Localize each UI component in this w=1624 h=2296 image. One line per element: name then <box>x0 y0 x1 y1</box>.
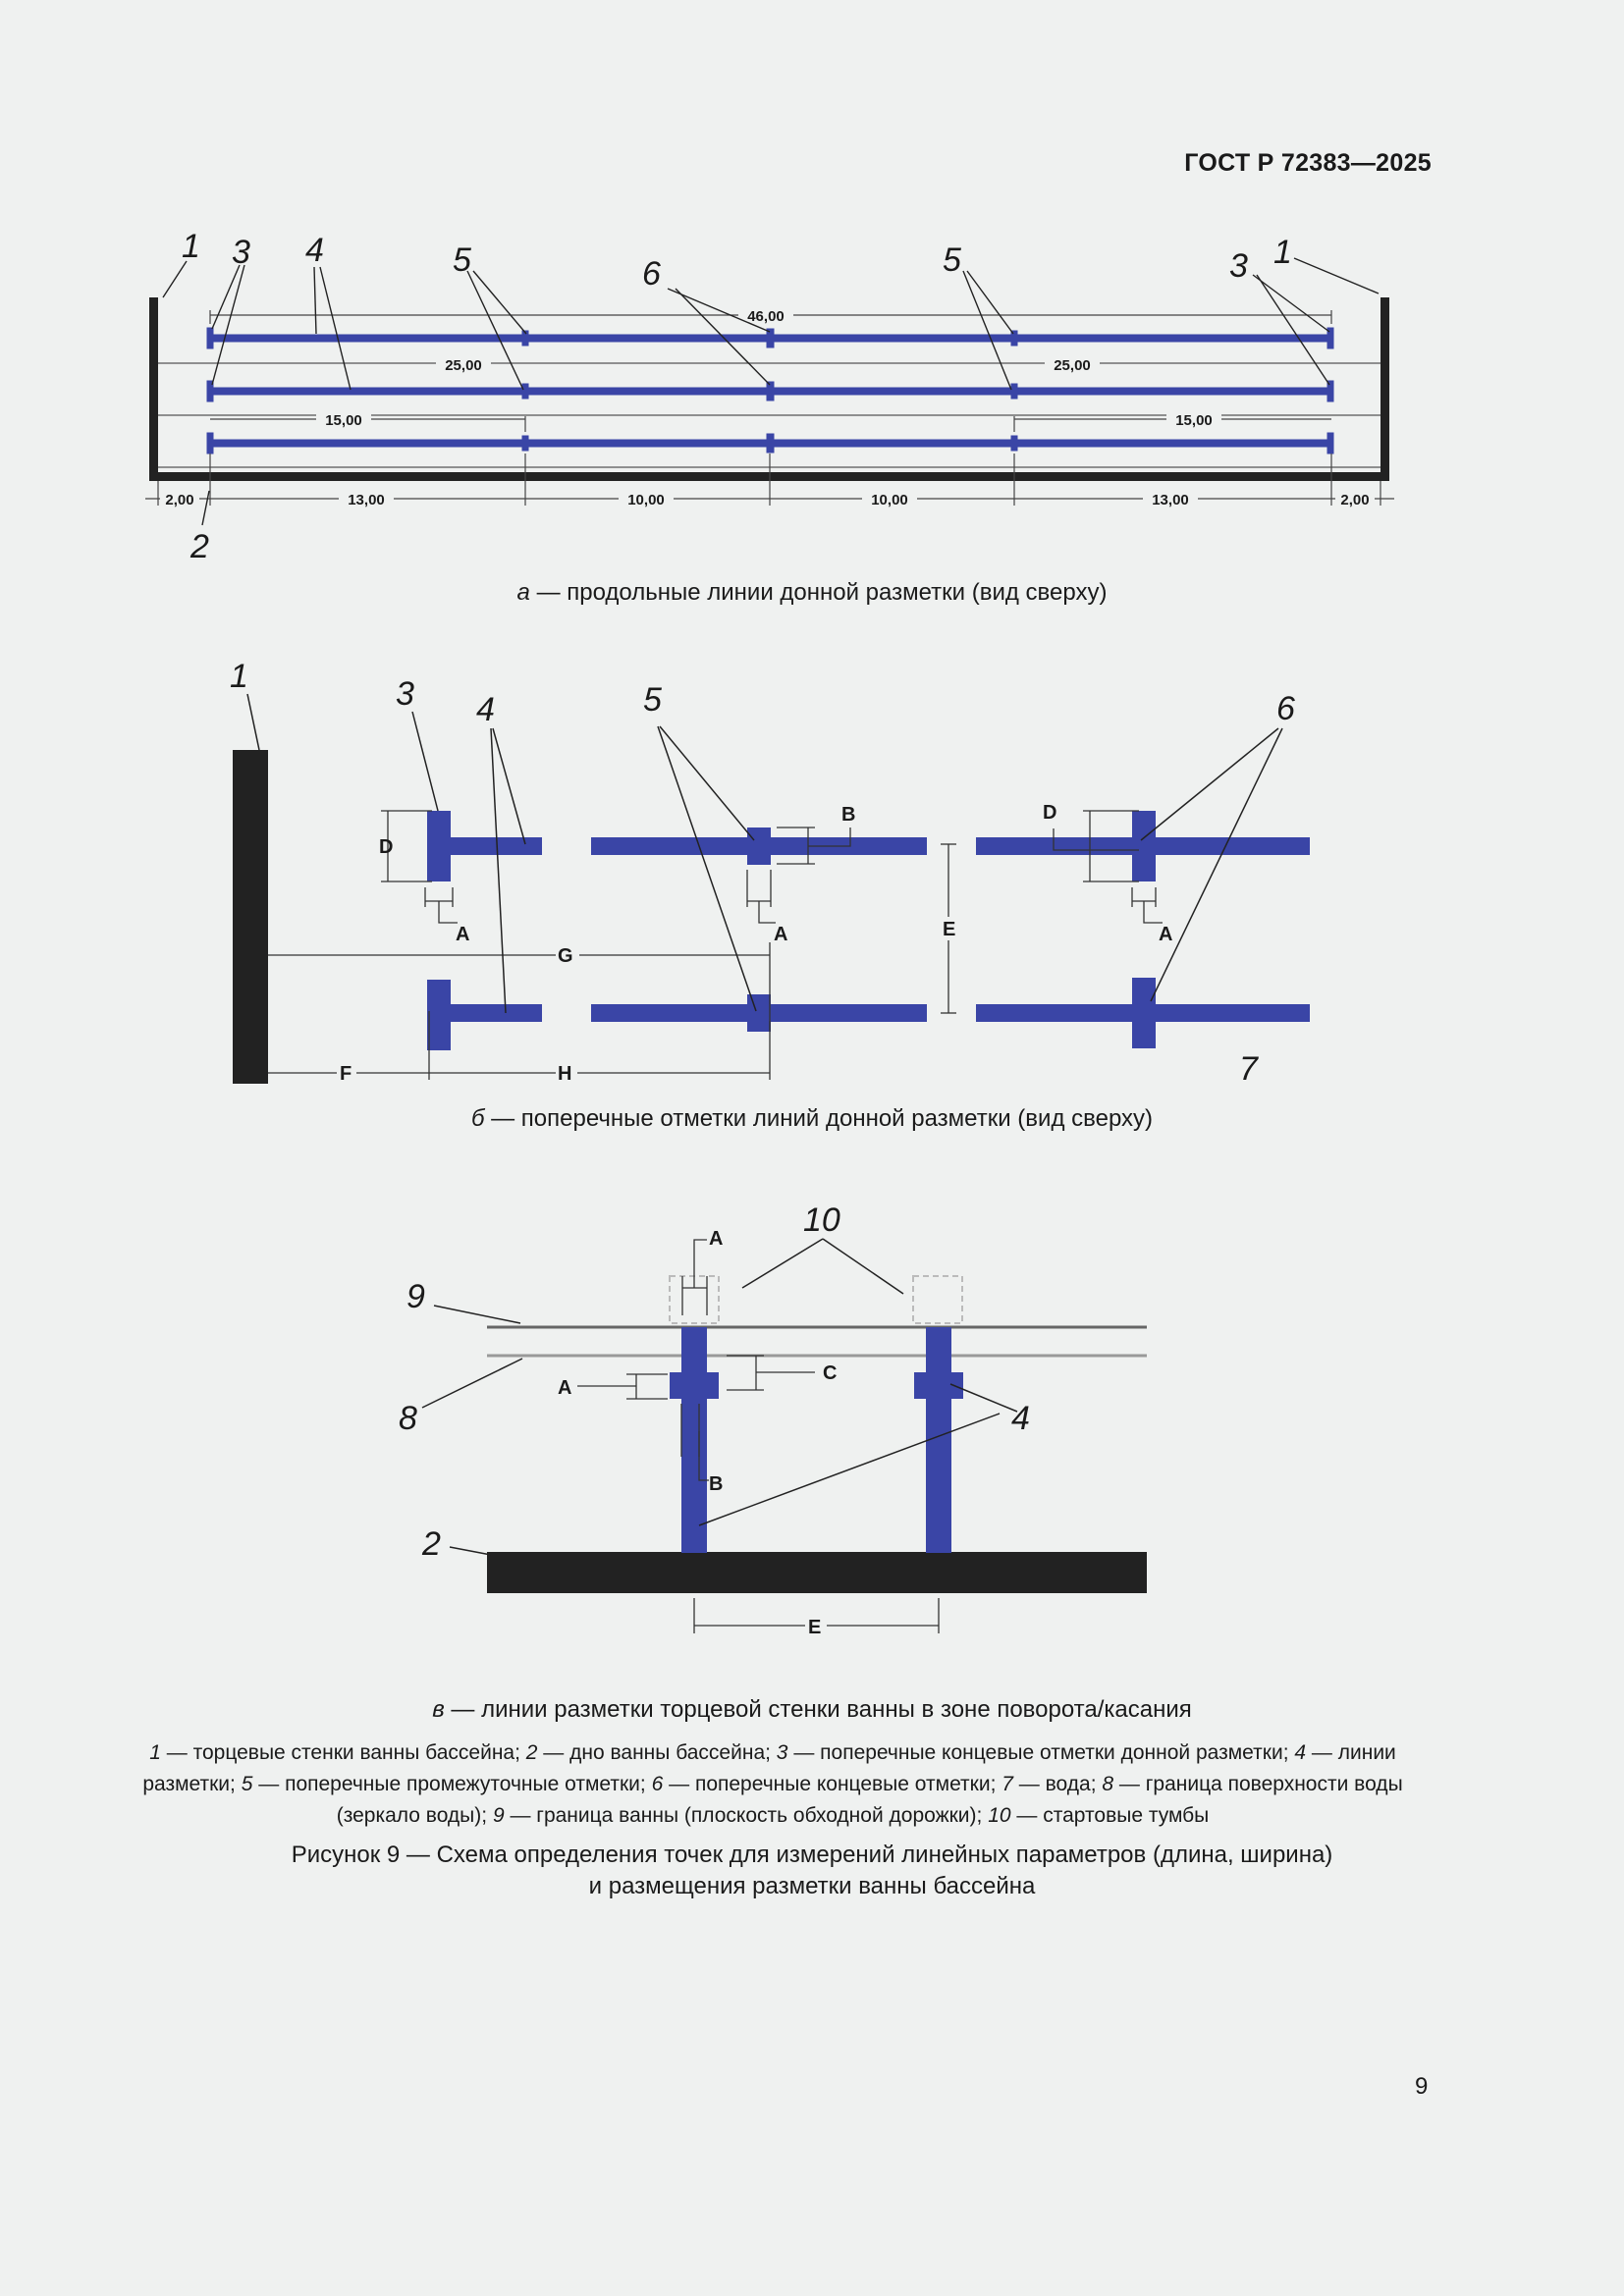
callout-c-9: 9 <box>406 1278 425 1315</box>
marking-lines-c <box>670 1327 963 1553</box>
dim-letter-d-left: D <box>379 836 393 858</box>
callout-a-6: 6 <box>642 255 661 293</box>
dim-letter-f: F <box>340 1063 352 1085</box>
page-number: 9 <box>1415 2073 1429 2100</box>
starting-block-right <box>912 1275 963 1324</box>
dim-46: 46,00 <box>747 308 785 325</box>
legend-num-10: 10 <box>988 1804 1011 1827</box>
dim-13-left: 13,00 <box>348 492 385 508</box>
callout-a-5-right: 5 <box>943 241 961 279</box>
dim-letter-a-top: A <box>709 1228 723 1250</box>
figure-b-diagram: G F H E D A B A D A 1 3 4 5 6 7 <box>230 658 1310 1088</box>
dim-letter-c: C <box>823 1362 837 1384</box>
legend-text-8: — граница поверхности воды (зеркало воды… <box>336 1773 1403 1827</box>
dim-25-right: 25,00 <box>1054 357 1091 374</box>
dim-10-left: 10,00 <box>627 492 665 508</box>
dim-letter-e-c: E <box>808 1617 821 1638</box>
caption-b-text: — поперечные отметки линий донной размет… <box>484 1105 1154 1132</box>
caption-c-letter: в <box>432 1696 445 1723</box>
dim-letter-h: H <box>558 1063 571 1085</box>
dim-letter-b-c: B <box>709 1473 723 1495</box>
legend-text-3: — поперечные концевые отметки донной раз… <box>787 1741 1295 1764</box>
dim-letter-e: E <box>943 919 955 940</box>
callout-b-4: 4 <box>476 691 495 728</box>
callout-b-6: 6 <box>1276 690 1295 727</box>
callout-b-1: 1 <box>230 658 248 695</box>
legend-text-4: — линии разметки; <box>142 1741 1396 1795</box>
callout-a-2: 2 <box>189 528 209 565</box>
dim-25-left: 25,00 <box>445 357 482 374</box>
dim-letter-a-right: A <box>1159 924 1172 945</box>
figure-title-line-2: и размещения разметки ванны бассейна <box>588 1873 1036 1899</box>
dim-letter-a-left-c: A <box>558 1377 571 1399</box>
caption-c-text: — линии разметки торцевой стенки ванны в… <box>444 1696 1192 1723</box>
callout-c-10: 10 <box>803 1201 840 1239</box>
callout-b-3: 3 <box>396 675 414 713</box>
dim-15-left: 15,00 <box>325 412 362 429</box>
dim-letter-d-right: D <box>1043 802 1056 824</box>
callout-a-1-left: 1 <box>182 228 200 265</box>
legend-text-7: — вода; <box>1012 1773 1103 1795</box>
legend-num-7: 7 <box>1001 1773 1013 1795</box>
pool-wall-right <box>1380 297 1389 481</box>
figure-a-diagram: 46,00 25,00 25,00 15,00 15,00 2,00 13,00… <box>145 228 1394 565</box>
dim-2-right: 2,00 <box>1340 492 1369 508</box>
figure-title-line-1: Рисунок 9 — Схема определения точек для … <box>291 1842 1333 1868</box>
dim-2-left: 2,00 <box>165 492 193 508</box>
figure-legend: 1 — торцевые стенки ванны бассейна; 2 — … <box>114 1737 1432 1832</box>
caption-b: б — поперечные отметки линий донной разм… <box>0 1105 1624 1133</box>
dim-13-right: 13,00 <box>1152 492 1189 508</box>
callout-a-3-right: 3 <box>1229 247 1248 285</box>
dim-letter-a-left: A <box>456 924 469 945</box>
legend-num-3: 3 <box>776 1741 788 1764</box>
callout-c-8: 8 <box>399 1400 417 1437</box>
legend-num-5: 5 <box>241 1773 253 1795</box>
legend-text-9: — граница ванны (плоскость обходной доро… <box>504 1804 989 1827</box>
legend-text-2: — дно ванны бассейна; <box>537 1741 777 1764</box>
legend-num-2: 2 <box>525 1741 538 1764</box>
pool-wall-left <box>149 297 158 481</box>
figure-title: Рисунок 9 — Схема определения точек для … <box>0 1840 1624 1902</box>
callout-a-1-right: 1 <box>1273 234 1292 271</box>
marking-lines <box>206 327 1334 454</box>
dim-15-right: 15,00 <box>1175 412 1213 429</box>
caption-a-letter: а <box>516 579 530 606</box>
legend-text-5: — поперечные промежуточные отметки; <box>252 1773 652 1795</box>
caption-a-text: — продольные линии донной разметки (вид … <box>529 579 1108 606</box>
callout-a-5-left: 5 <box>453 241 471 279</box>
dim-letter-g: G <box>558 945 573 967</box>
callout-a-4: 4 <box>305 232 324 269</box>
pool-wall-b <box>233 750 268 1084</box>
callout-c-2: 2 <box>421 1525 441 1563</box>
standard-designation: ГОСТ Р 72383—2025 <box>1184 149 1432 177</box>
callout-a-3-left: 3 <box>232 234 250 271</box>
figure-c-diagram: A C A B E 10 9 8 4 2 <box>399 1201 1147 1638</box>
pool-bottom-c <box>487 1552 1147 1593</box>
legend-num-6: 6 <box>651 1773 664 1795</box>
callout-b-7: 7 <box>1239 1050 1259 1088</box>
legend-num-9: 9 <box>492 1804 505 1827</box>
callout-b-5: 5 <box>643 681 662 719</box>
legend-num-4: 4 <box>1294 1741 1307 1764</box>
caption-a: а — продольные линии донной разметки (ви… <box>0 579 1624 607</box>
legend-num-8: 8 <box>1102 1773 1114 1795</box>
dim-letter-a-middle: A <box>774 924 787 945</box>
dim-letter-b: B <box>841 804 855 826</box>
caption-c: в — линии разметки торцевой стенки ванны… <box>0 1696 1624 1724</box>
caption-b-letter: б <box>470 1105 485 1132</box>
legend-text-6: — поперечные концевые отметки; <box>663 1773 1002 1795</box>
legend-num-1: 1 <box>149 1741 161 1764</box>
dim-10-right: 10,00 <box>871 492 908 508</box>
callout-c-4: 4 <box>1011 1400 1030 1437</box>
legend-text-1: — торцевые стенки ванны бассейна; <box>160 1741 526 1764</box>
legend-text-10: — стартовые тумбы <box>1010 1804 1210 1827</box>
